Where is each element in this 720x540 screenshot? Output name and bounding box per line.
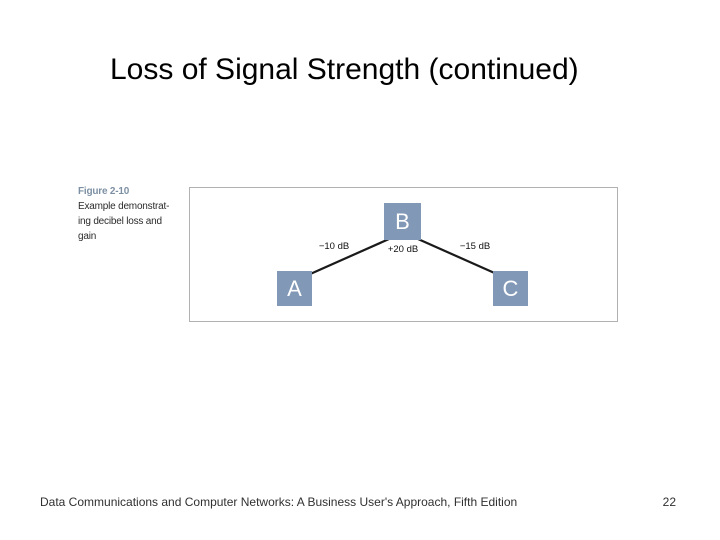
loss-label-a-b: −10 dB	[318, 241, 350, 252]
node-b: B	[384, 203, 421, 240]
node-c: C	[493, 271, 528, 306]
link-line-a-b	[307, 237, 390, 277]
figure-frame: A B C −10 dB +20 dB −15 dB	[189, 187, 618, 322]
node-a: A	[277, 271, 312, 306]
slide-title: Loss of Signal Strength (continued)	[110, 53, 579, 86]
gain-label-b: +20 dB	[387, 244, 419, 255]
figure-caption-line: ing decibel loss and	[78, 216, 162, 227]
link-line-b-c	[417, 237, 500, 277]
figure-caption-line: gain	[78, 231, 97, 242]
figure-caption-line: Example demonstrat-	[78, 201, 170, 212]
footer-page-number: 22	[662, 495, 676, 509]
figure-caption-label: Figure 2-10	[78, 186, 130, 197]
loss-label-b-c: −15 dB	[459, 241, 491, 252]
figure-caption: Figure 2-10 Example demonstrat- ing deci…	[78, 184, 182, 244]
footer-book-title: Data Communications and Computer Network…	[40, 495, 518, 509]
connector-lines	[307, 237, 500, 277]
